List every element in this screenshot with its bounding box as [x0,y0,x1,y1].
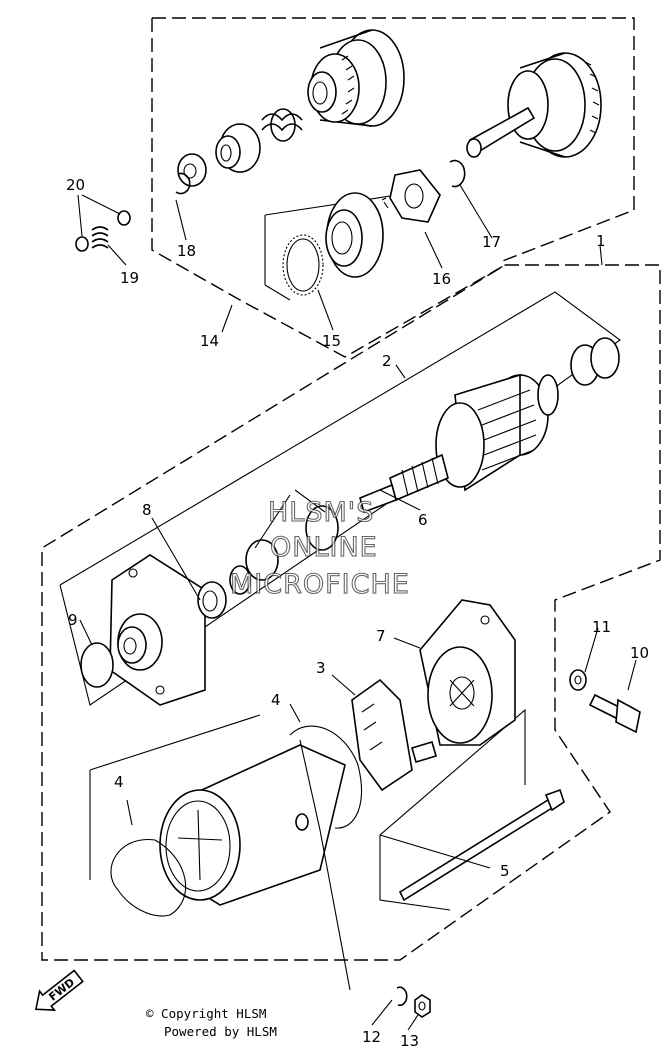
yoke-housing [159,744,346,906]
circlip-18 [175,172,191,195]
circlip-17 [449,159,466,188]
shim-washers-3 [305,505,339,551]
group-outline-14 [151,17,635,358]
shim-washers-2 [245,539,279,581]
through-bolt-5 [398,788,565,902]
rear-cover-7 [419,599,516,746]
washer-12 [396,986,408,1007]
oil-seal-9 [80,642,114,688]
forward-arrow-icon: FWD [34,969,84,1011]
bearing-8 [197,581,227,619]
callout-19: 19 [120,269,139,287]
shim-washers [229,565,251,595]
callout-17: 17 [482,233,501,251]
group-outline-2 [59,291,621,706]
callout-9: 9 [68,611,78,629]
washer-15 [282,234,324,296]
pinion-shaft-assembly [466,52,602,158]
front-bracket [109,554,206,706]
bolt-10 [588,693,641,734]
callout-3: 3 [316,659,326,677]
group-outline-4-5 [89,708,526,911]
o-ring-4-front [110,839,187,917]
spring-set-19-20 [75,210,131,252]
callout-10: 10 [630,644,649,662]
washer-11-hole [574,675,582,685]
retainer-plate-16 [381,169,441,223]
callout-2: 2 [382,352,392,370]
callout-8: 8 [142,501,152,519]
leader-lines [77,184,637,1031]
group-outline-1 [41,264,661,961]
watermark-line-1: HLSM'S [268,497,374,528]
pinion-clutch-assembly [307,29,405,127]
callout-12: 12 [362,1028,381,1046]
callout-1: 1 [596,232,606,250]
washer-11 [569,669,587,691]
callout-16: 16 [432,270,451,288]
callout-6: 6 [418,511,428,529]
o-ring-4-rear [289,725,362,829]
callout-15: 15 [322,332,341,350]
callout-14: 14 [200,332,219,350]
bearing-housing [325,192,384,278]
spring-and-collar [177,108,303,187]
nut-13 [414,994,431,1018]
copyright-line: © Copyright HLSM [146,1006,267,1021]
watermark-line-2: ONLINE [270,532,378,563]
callout-4-rear: 4 [271,691,281,709]
callout-11: 11 [592,618,611,636]
washer-15-inner [286,238,320,292]
powered-by-line: Powered by HLSM [164,1024,277,1039]
callout-7: 7 [376,627,386,645]
armature-6 [359,373,559,514]
callout-18: 18 [177,242,196,260]
callout-13: 13 [400,1032,419,1050]
brush-holder-3 [351,678,437,792]
callout-5: 5 [500,862,510,880]
callout-20: 20 [66,176,85,194]
watermark-line-3: MICROFICHE [230,569,410,600]
washer-set-2 [590,337,620,379]
callout-4-front: 4 [114,773,124,791]
